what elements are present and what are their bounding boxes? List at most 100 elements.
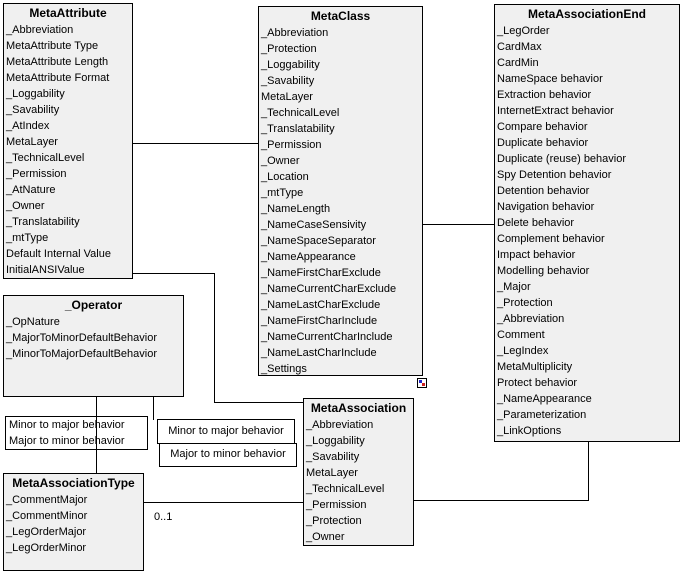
attribute-row: Complement behavior <box>497 233 605 245</box>
attribute-list: _OpNature _MajorToMinorDefaultBehavior _Mi… <box>4 314 183 362</box>
class-title: _Operator <box>64 298 123 312</box>
class-metaclass[interactable]: MetaClass _Abbreviation _Protection _Logga… <box>258 6 423 376</box>
attribute-row: _MajorToMinorDefaultBehavior <box>6 332 158 344</box>
attribute-row: Impact behavior <box>497 249 576 261</box>
class-metaassociationtype[interactable]: MetaAssociationType _CommentMajor_Commen… <box>3 473 144 571</box>
attribute-row: Compare behavior <box>497 121 588 133</box>
connector-metaattribute-metaassociation-seg1 <box>132 273 215 274</box>
attribute-row: _LegOrderMajor <box>6 526 87 538</box>
attribute-row: _TechnicalLevel <box>6 152 85 164</box>
attribute-row: Navigation behavior <box>497 201 595 213</box>
attribute-row: _Abbreviation <box>497 313 565 325</box>
attribute-row: _mtType <box>261 187 304 199</box>
attribute-row: _Translatability <box>6 216 80 228</box>
attribute-row: Comment <box>497 329 545 341</box>
attribute-row: _Abbreviation <box>6 24 74 36</box>
class-title: MetaAttribute <box>29 6 107 20</box>
connector-metaattribute-metaassociation-seg2 <box>214 273 215 403</box>
class-title: MetaClass <box>310 9 371 23</box>
attribute-row: _Protection <box>261 43 317 55</box>
attribute-row: _NameSpaceSeparator <box>261 235 376 247</box>
attribute-row: _Abbreviation <box>261 27 329 39</box>
indicator-red-dot <box>422 383 425 386</box>
connector-metaclass-metaassociationend <box>422 224 494 225</box>
attribute-row: _Location <box>261 171 309 183</box>
class-operator[interactable]: _Operator _OpNature _MajorToMinorDefaultB… <box>3 295 184 397</box>
attribute-row: Modelling behavior <box>497 265 590 277</box>
attribute-row: _CommentMinor <box>6 510 88 522</box>
attribute-row: _LinkOptions <box>497 425 562 437</box>
class-title: MetaAssociationType <box>12 476 135 490</box>
attribute-row: _NameLastCharInclude <box>261 347 377 359</box>
label-box-major-to-minor[interactable]: Major to minor behavior <box>159 443 297 467</box>
attribute-row: _Loggability <box>306 435 365 447</box>
label-box-operator-metaassociationtype[interactable]: Minor to major behavior Major to minor b… <box>5 416 148 450</box>
attribute-row: MetaMultiplicity <box>497 361 573 373</box>
class-metaassociation[interactable]: MetaAssociation _Abbreviation _Loggabilit… <box>303 398 414 546</box>
attribute-row: _Permission <box>261 139 322 151</box>
attribute-row: _Protection <box>306 515 362 527</box>
attribute-row: _AtIndex <box>6 120 50 132</box>
label-box-minor-to-major[interactable]: Minor to major behavior <box>157 419 295 444</box>
attribute-row: Delete behavior <box>497 217 575 229</box>
attribute-row: MetaAttribute Length <box>6 56 109 68</box>
attribute-row: MetaLayer <box>261 91 313 103</box>
attribute-list: _CommentMajor _CommentMinor _LegOrderMajor… <box>4 492 143 556</box>
attribute-row: _Loggability <box>261 59 320 71</box>
attribute-row: Spy Detention behavior <box>497 169 612 181</box>
attribute-row: _NameCurrentCharInclude <box>261 331 393 343</box>
attribute-row: _Savability <box>6 104 60 116</box>
attribute-row: _Savability <box>306 451 360 463</box>
attribute-row: Default Internal Value <box>6 248 111 260</box>
attribute-row: _MinorToMajorDefaultBehavior <box>6 348 158 360</box>
attribute-row: _AtNature <box>6 184 56 196</box>
attribute-row: _OpNature <box>6 316 60 328</box>
attribute-row: CardMin <box>497 57 539 69</box>
attribute-row: NameSpace behavior <box>497 73 603 85</box>
attribute-row: _Parameterization <box>497 409 587 421</box>
attribute-row: Detention behavior <box>497 185 590 197</box>
connector-metaassociationend-metaassociation-seg2 <box>413 500 589 501</box>
attribute-row: _LegOrder <box>497 25 550 37</box>
attribute-row: _CommentMajor <box>6 494 88 506</box>
attribute-row: _LegOrderMinor <box>6 542 87 554</box>
connector-metaassociationend-metaassociation-seg1 <box>588 442 589 501</box>
attribute-row: _Protection <box>497 297 553 309</box>
attribute-row: Extraction behavior <box>497 89 592 101</box>
class-title: MetaAssociationEnd <box>527 7 647 21</box>
attribute-row: _NameAppearance <box>261 251 356 263</box>
attribute-list: _Abbreviation _Protection _Loggability _Sav… <box>259 25 422 375</box>
label-text: Major to minor behavior <box>9 435 125 447</box>
subdiagram-indicator-icon[interactable] <box>417 378 427 388</box>
label-text: Minor to major behavior <box>9 419 125 431</box>
label-text: Minor to major behavior <box>168 425 284 437</box>
connector-operator-metaassociationtype <box>96 396 97 474</box>
attribute-row: Duplicate (reuse) behavior <box>497 153 627 165</box>
label-text: Major to minor behavior <box>170 448 286 460</box>
attribute-row: _NameCaseSensivity <box>261 219 367 231</box>
attribute-row: _Loggability <box>6 88 65 100</box>
attribute-row: _Savability <box>261 75 315 87</box>
attribute-row: _Abbreviation <box>306 419 374 431</box>
attribute-row: MetaAttribute Format <box>6 72 110 84</box>
attribute-row: _LegIndex <box>497 345 549 357</box>
multiplicity-label: 0..1 <box>154 511 173 523</box>
attribute-row: _NameAppearance <box>497 393 592 405</box>
class-title: MetaAssociation <box>310 401 407 415</box>
attribute-row: MetaLayer <box>306 467 358 479</box>
attribute-row: _TechnicalLevel <box>306 483 385 495</box>
attribute-row: _Owner <box>261 155 300 167</box>
attribute-row: _NameLength <box>261 203 331 215</box>
attribute-row: _mtType <box>6 232 49 244</box>
attribute-row: InitialANSIValue <box>6 264 85 276</box>
attribute-row: Protect behavior <box>497 377 578 389</box>
attribute-row: _Owner <box>306 531 345 543</box>
attribute-row: InternetExtract behavior <box>497 105 614 117</box>
attribute-row: MetaLayer <box>6 136 58 148</box>
attribute-row: _Translatability <box>261 123 335 135</box>
attribute-row: _TechnicalLevel <box>261 107 340 119</box>
